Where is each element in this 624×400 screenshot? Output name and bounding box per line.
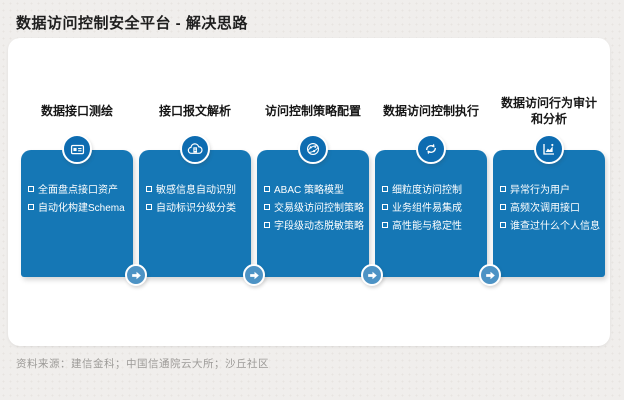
bullet-text: ABAC 策略模型 [274, 185, 345, 196]
bullet-text: 异常行为用户 [510, 185, 570, 196]
bullet-marker [264, 221, 270, 228]
bullet-item: 高频次调用接口 [500, 198, 601, 215]
bullet-text: 业务组件易集成 [392, 203, 462, 214]
bullet-marker [264, 185, 270, 192]
bullet-marker [500, 221, 506, 228]
bullet-text: 敏感信息自动识别 [156, 185, 236, 196]
bullet-text: 自动化构建Schema [38, 203, 125, 214]
bullet-item: 自动标识分级分类 [146, 198, 247, 215]
bullet-text: 高频次调用接口 [510, 203, 580, 214]
column-title-text: 数据访问行为审计和分析 [500, 96, 597, 126]
bullet-list: 全面盘点接口资产自动化构建Schema [21, 180, 133, 215]
column-title: 访问控制策略配置 [265, 90, 361, 134]
bullet-item: 异常行为用户 [500, 180, 601, 197]
source-note: 资料来源：建信金科；中国信通院云大所；沙丘社区 [16, 358, 269, 370]
bullet-text: 全面盘点接口资产 [38, 185, 118, 196]
arrow-right-icon [366, 269, 379, 282]
bullet-text: 谁查过什么个人信息 [510, 221, 600, 232]
arrow-right-icon [130, 269, 143, 282]
bullet-marker [382, 203, 388, 210]
id-card-icon [70, 142, 85, 157]
cloud-document-icon [187, 141, 203, 157]
column-title: 数据接口测绘 [41, 90, 113, 134]
flow-arrow [125, 264, 147, 286]
area-chart-icon [541, 141, 557, 157]
globe-network-icon [305, 141, 321, 157]
column-title: 接口报文解析 [159, 90, 231, 134]
page-title: 数据访问控制安全平台 - 解决思路 [16, 15, 248, 32]
bullet-item: 全面盘点接口资产 [28, 180, 129, 197]
bullet-item: ABAC 策略模型 [264, 180, 365, 197]
bullet-text: 交易级访问控制策略 [274, 203, 364, 214]
bullet-item: 交易级访问控制策略 [264, 198, 365, 215]
bullet-text: 高性能与稳定性 [392, 221, 462, 232]
flow-arrow [479, 264, 501, 286]
column-title-text: 接口报文解析 [158, 104, 231, 119]
icon-circle [534, 134, 564, 164]
solution-card: 异常行为用户高频次调用接口谁查过什么个人信息 [493, 150, 605, 277]
bullet-marker [28, 185, 34, 192]
bullet-text: 自动标识分级分类 [156, 203, 236, 214]
flow-arrow [243, 264, 265, 286]
bullet-marker [264, 203, 270, 210]
solution-column: 访问控制策略配置 ABAC 策略模型交易级访问控制策略字段级动态脱敏策略 [257, 90, 369, 277]
bullet-item: 高性能与稳定性 [382, 216, 483, 233]
column-title-text: 数据访问控制执行 [382, 104, 479, 119]
bullet-marker [28, 203, 34, 210]
content-panel: 数据接口测绘 全面盘点接口资产自动化构建Schema 接口报文解析 敏感信息自动… [8, 38, 610, 346]
bullet-marker [146, 185, 152, 192]
flow-arrow [361, 264, 383, 286]
solution-column: 接口报文解析 敏感信息自动识别自动标识分级分类 [139, 90, 251, 277]
column-title-text: 访问控制策略配置 [264, 104, 361, 119]
solution-card: 敏感信息自动识别自动标识分级分类 [139, 150, 251, 277]
solution-column: 数据访问控制执行 细粒度访问控制业务组件易集成高性能与稳定性 [375, 90, 487, 277]
sync-arrows-icon [423, 141, 439, 157]
solution-column: 数据访问行为审计和分析 异常行为用户高频次调用接口谁查过什么个人信息 [493, 90, 605, 277]
bullet-marker [500, 185, 506, 192]
icon-circle [62, 134, 92, 164]
column-title-text: 数据接口测绘 [40, 104, 113, 119]
icon-circle [180, 134, 210, 164]
arrow-right-icon [248, 269, 261, 282]
bullet-item: 字段级动态脱敏策略 [264, 216, 365, 233]
solution-card: 全面盘点接口资产自动化构建Schema [21, 150, 133, 277]
bullet-item: 敏感信息自动识别 [146, 180, 247, 197]
solution-card: ABAC 策略模型交易级访问控制策略字段级动态脱敏策略 [257, 150, 369, 277]
bullet-marker [382, 221, 388, 228]
solution-column: 数据接口测绘 全面盘点接口资产自动化构建Schema [21, 90, 133, 277]
solution-card: 细粒度访问控制业务组件易集成高性能与稳定性 [375, 150, 487, 277]
bullet-item: 细粒度访问控制 [382, 180, 483, 197]
columns-area: 数据接口测绘 全面盘点接口资产自动化构建Schema 接口报文解析 敏感信息自动… [21, 90, 605, 286]
bullet-list: 异常行为用户高频次调用接口谁查过什么个人信息 [493, 180, 605, 233]
bullet-item: 自动化构建Schema [28, 198, 129, 215]
bullet-item: 业务组件易集成 [382, 198, 483, 215]
icon-circle [416, 134, 446, 164]
column-title: 数据访问控制执行 [383, 90, 479, 134]
arrow-right-icon [484, 269, 497, 282]
icon-circle [298, 134, 328, 164]
bullet-marker [146, 203, 152, 210]
bullet-item: 谁查过什么个人信息 [500, 216, 601, 233]
bullet-marker [382, 185, 388, 192]
bullet-text: 细粒度访问控制 [392, 185, 462, 196]
bullet-list: ABAC 策略模型交易级访问控制策略字段级动态脱敏策略 [257, 180, 369, 233]
bullet-list: 敏感信息自动识别自动标识分级分类 [139, 180, 251, 215]
column-title: 数据访问行为审计和分析 [500, 90, 598, 134]
bullet-marker [500, 203, 506, 210]
bullet-list: 细粒度访问控制业务组件易集成高性能与稳定性 [375, 180, 487, 233]
columns-row: 数据接口测绘 全面盘点接口资产自动化构建Schema 接口报文解析 敏感信息自动… [21, 90, 605, 277]
bullet-text: 字段级动态脱敏策略 [274, 221, 364, 232]
